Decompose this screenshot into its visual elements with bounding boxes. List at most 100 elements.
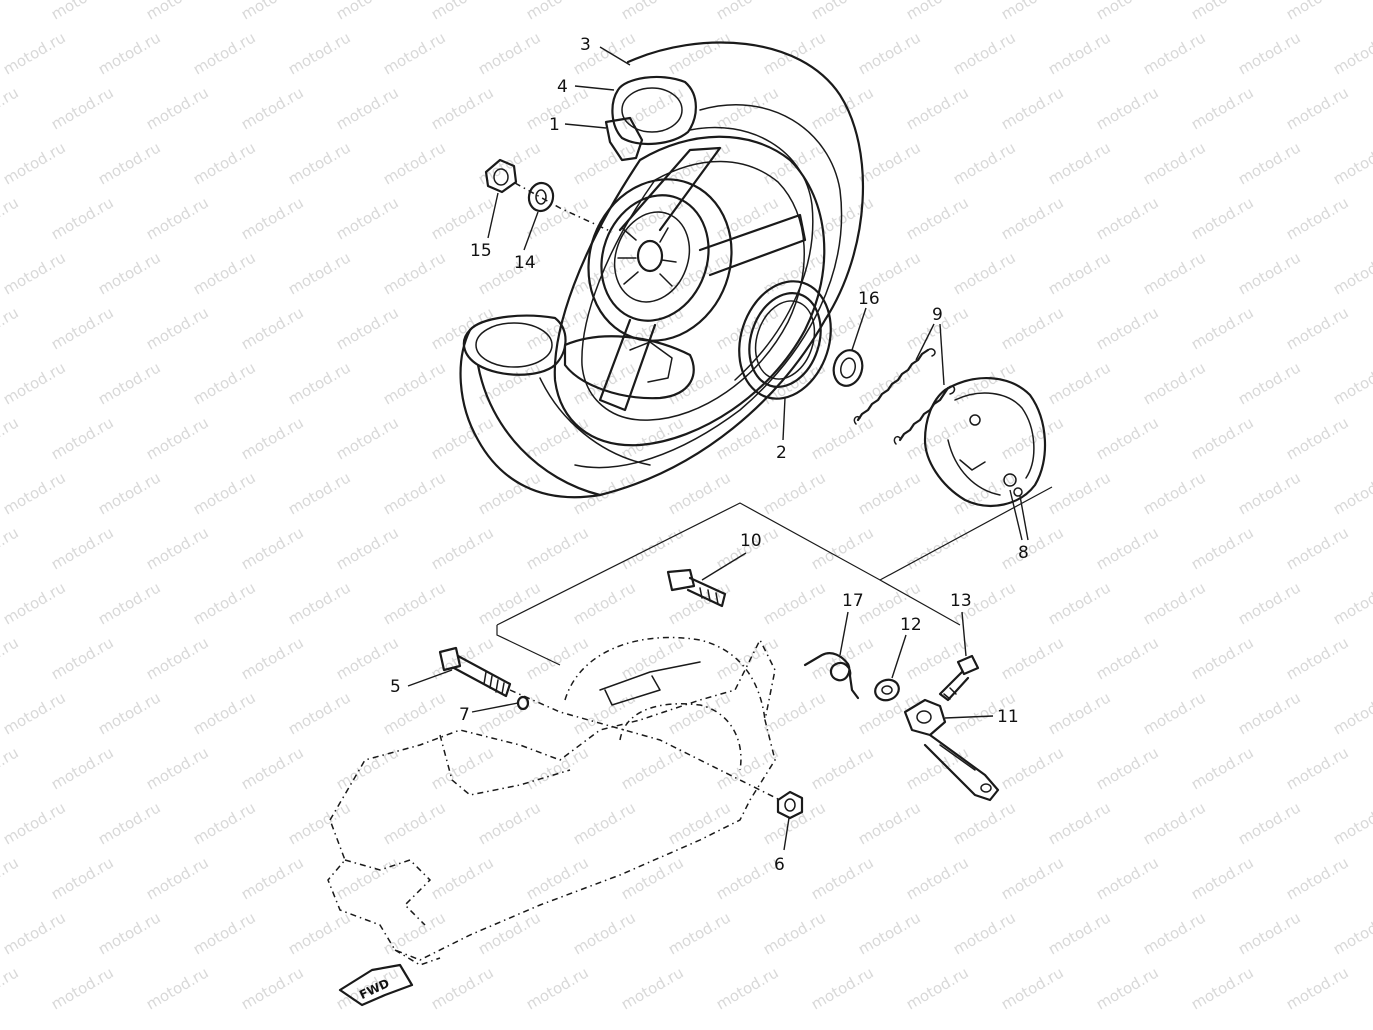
callout-3: 3 <box>580 35 591 55</box>
watermark-text: motod.ru <box>0 798 69 848</box>
watermark-text: motod.ru <box>475 28 544 78</box>
watermark-text: motod.ru <box>855 358 924 408</box>
watermark-text: motod.ru <box>380 248 449 298</box>
watermark-text: motod.ru <box>1188 413 1257 463</box>
leader-1 <box>564 123 607 129</box>
watermark-text: motod.ru <box>1093 853 1162 903</box>
watermark-text: motod.ru <box>1140 28 1209 78</box>
watermark-text: motod.ru <box>1045 138 1114 188</box>
watermark-text: motod.ru <box>333 743 402 793</box>
watermark-text: motod.ru <box>713 633 782 683</box>
hub-ring <box>613 211 691 303</box>
watermark-text: motod.ru <box>1283 853 1352 903</box>
watermark-text: motod.ru <box>713 413 782 463</box>
leader-14 <box>523 211 539 251</box>
watermark-text: motod.ru <box>570 138 639 188</box>
watermark-text: motod.ru <box>428 0 497 23</box>
watermark-text: motod.ru <box>190 468 259 518</box>
watermark-text: motod.ru <box>903 413 972 463</box>
watermark-text: motod.ru <box>713 193 782 243</box>
watermark-text: motod.ru <box>238 963 307 1013</box>
watermark-text: motod.ru <box>333 523 402 573</box>
watermark-text: motod.ru <box>1330 798 1373 848</box>
rim-spoke-1 <box>618 146 722 232</box>
leader-15 <box>487 192 499 239</box>
watermark-text: motod.ru <box>1093 523 1162 573</box>
watermark-text: motod.ru <box>0 358 69 408</box>
watermark-text: motod.ru <box>1283 523 1352 573</box>
watermark-text: motod.ru <box>143 743 212 793</box>
watermark-text: motod.ru <box>48 413 117 463</box>
leader-17 <box>839 611 849 656</box>
watermark-text: motod.ru <box>618 523 687 573</box>
watermark-text: motod.ru <box>1093 83 1162 133</box>
watermark-text: motod.ru <box>998 963 1067 1013</box>
watermark-text: motod.ru <box>0 413 22 463</box>
watermark-text: motod.ru <box>1188 83 1257 133</box>
watermark-text: motod.ru <box>1235 688 1304 738</box>
watermark-text: motod.ru <box>1235 28 1304 78</box>
watermark-text: motod.ru <box>523 633 592 683</box>
watermark-text: motod.ru <box>855 468 924 518</box>
watermark-text: motod.ru <box>0 908 69 958</box>
washer-14 <box>527 181 555 213</box>
watermark-text: motod.ru <box>998 0 1067 23</box>
watermark-text: motod.ru <box>238 0 307 23</box>
watermark-text: motod.ru <box>0 138 69 188</box>
hub-mid <box>600 194 710 322</box>
watermark-text: motod.ru <box>808 963 877 1013</box>
watermark-text: motod.ru <box>1140 138 1209 188</box>
leader-8b <box>1019 495 1029 541</box>
watermark-text: motod.ru <box>950 28 1019 78</box>
watermark-text: motod.ru <box>285 138 354 188</box>
leader-13 <box>961 611 967 657</box>
valve-part <box>604 116 644 162</box>
callout-9: 9 <box>932 305 943 325</box>
watermark-text: motod.ru <box>380 798 449 848</box>
watermark-text: motod.ru <box>665 908 734 958</box>
leader-12 <box>891 634 907 679</box>
transmission-case <box>327 636 776 966</box>
watermark-text: motod.ru <box>523 193 592 243</box>
watermark-text: motod.ru <box>998 303 1067 353</box>
callout-17: 17 <box>842 591 864 611</box>
watermark-text: motod.ru <box>380 358 449 408</box>
callout-16: 16 <box>858 289 880 309</box>
watermark-text: motod.ru <box>903 963 972 1013</box>
watermark-text: motod.ru <box>0 688 69 738</box>
callout-6: 6 <box>774 855 785 875</box>
watermark-text: motod.ru <box>1235 248 1304 298</box>
watermark-text: motod.ru <box>48 0 117 23</box>
watermark-text: motod.ru <box>190 798 259 848</box>
pivot-bolt-5 <box>438 646 512 698</box>
watermark-text: motod.ru <box>1045 468 1114 518</box>
watermark-text: motod.ru <box>238 633 307 683</box>
watermark-text: motod.ru <box>475 908 544 958</box>
watermark-text: motod.ru <box>1140 908 1209 958</box>
watermark-text: motod.ru <box>475 798 544 848</box>
watermark-text: motod.ru <box>523 523 592 573</box>
watermark-text: motod.ru <box>380 138 449 188</box>
case-bottom-rib <box>344 859 432 926</box>
watermark-text: motod.ru <box>428 303 497 353</box>
watermark-text: motod.ru <box>95 798 164 848</box>
watermark-text: motod.ru <box>190 358 259 408</box>
watermark-text: motod.ru <box>285 798 354 848</box>
rim-inner <box>581 160 805 421</box>
watermark-text: motod.ru <box>998 633 1067 683</box>
watermark-text: motod.ru <box>1045 358 1114 408</box>
return-spring-17 <box>803 652 860 700</box>
watermark-text: motod.ru <box>333 853 402 903</box>
watermark-text: motod.ru <box>855 798 924 848</box>
spring-upper <box>856 348 930 422</box>
callout-4: 4 <box>557 77 568 97</box>
rim-spoke-2 <box>698 213 807 277</box>
watermark-text: motod.ru <box>428 523 497 573</box>
watermark-text: motod.ru <box>1235 468 1304 518</box>
callout-1: 1 <box>549 115 560 135</box>
callout-8: 8 <box>1018 543 1029 563</box>
watermark-text: motod.ru <box>903 853 972 903</box>
watermark-text: motod.ru <box>808 83 877 133</box>
watermark-text: motod.ru <box>238 743 307 793</box>
case-side-rib <box>439 734 571 796</box>
